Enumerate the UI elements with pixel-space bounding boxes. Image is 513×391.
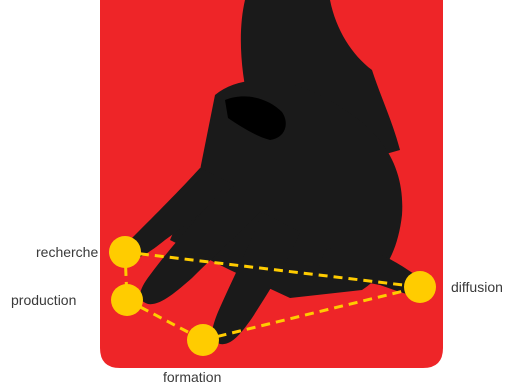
- node-recherche: [109, 236, 141, 268]
- node-diffusion: [404, 271, 436, 303]
- label-diffusion: diffusion: [451, 279, 503, 295]
- node-formation: [187, 324, 219, 356]
- label-recherche: recherche: [36, 244, 98, 260]
- label-production: production: [11, 292, 76, 308]
- label-formation: formation: [163, 369, 221, 385]
- node-production: [111, 284, 143, 316]
